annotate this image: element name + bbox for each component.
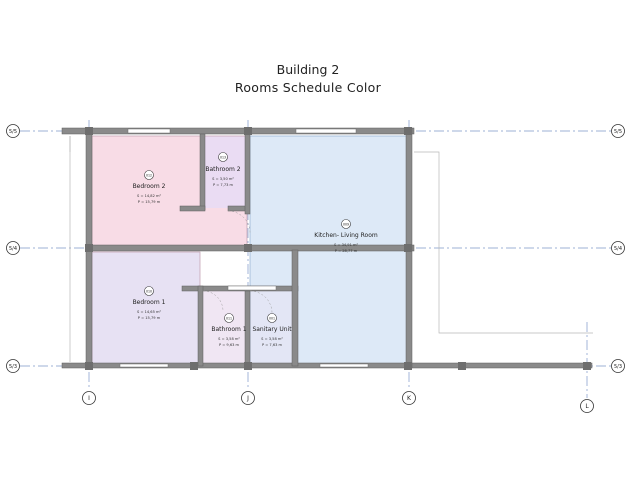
grid-bubble-col-l: [580, 399, 594, 413]
room-fill-bathroom-1[interactable]: [203, 290, 247, 364]
grid-label-row-right-5-4: 5/4: [614, 246, 622, 252]
column: [404, 362, 412, 370]
door-swing-bath1: [202, 290, 224, 312]
grid-label-row-left-5-3: 5/3: [9, 364, 17, 370]
column: [583, 362, 591, 370]
column: [404, 244, 412, 252]
grid-bubble-row-right-5-5: [611, 124, 625, 138]
door-swing-sanitary: [249, 290, 273, 314]
grid-bubble-row-right-5-3: [611, 359, 625, 373]
window-kitchen: [295, 128, 357, 134]
grid-label-row-right-5-5: 5/5: [614, 129, 622, 135]
room-perimeter: P = 15,79 m: [138, 316, 161, 320]
room-area: S = 14,82 m²: [137, 194, 162, 198]
room-area: S = 34,91 m²: [334, 243, 359, 247]
window-bedroom-1: [119, 363, 169, 368]
column: [458, 362, 466, 370]
room-name: Bedroom 2: [133, 183, 166, 190]
grid-bubble-row-left-5-5: [6, 124, 20, 138]
column: [244, 127, 252, 135]
grid-label-col-i: I: [88, 395, 90, 402]
outline-right: [414, 151, 593, 334]
door-swing-bath2: [227, 210, 251, 234]
wall-bath2-left: [199, 133, 206, 211]
room-name: Bedroom 1: [133, 299, 166, 306]
column: [404, 127, 412, 135]
grid-bubble-row-left-5-4: [6, 241, 20, 255]
column: [85, 127, 93, 135]
grid-label-col-j: J: [246, 395, 249, 402]
room-tag-kitchen-living[interactable]: 009 Kitchen- Living Room S = 34,91 m² P …: [314, 219, 378, 254]
room-name: Kitchen- Living Room: [314, 232, 378, 239]
grid-label-col-k: K: [407, 395, 412, 402]
room-number: 013: [220, 156, 226, 160]
column: [85, 362, 93, 370]
grid-label-row-right-5-3: 5/3: [614, 364, 622, 370]
column: [244, 362, 252, 370]
room-fill-bedroom-1[interactable]: [92, 252, 200, 364]
room-area: S = 3,58 m²: [218, 337, 240, 341]
grid-bubble-col-j: [241, 391, 255, 405]
window-bath-opening: [227, 285, 277, 291]
window-kitchen-low: [319, 363, 369, 368]
room-fill-bathroom-2[interactable]: [203, 136, 247, 208]
room-tag-sanitary-unit[interactable]: 001 Sanitary Unit S = 3,58 m² P = 7,63 m: [252, 313, 292, 348]
column: [85, 244, 93, 252]
room-perimeter: P = 28,77 m: [335, 249, 358, 253]
column: [190, 362, 198, 370]
room-number: 012: [146, 174, 152, 178]
grid-bubble-col-k: [402, 391, 416, 405]
room-name: Sanitary Unit: [252, 326, 292, 333]
grid-label-col-l: L: [585, 403, 589, 410]
room-perimeter: P = 9,63 m: [219, 343, 240, 347]
room-tag-bedroom-1[interactable]: 010 Bedroom 1 S = 14,65 m² P = 15,79 m: [133, 286, 166, 321]
room-tag-bedroom-2[interactable]: 012 Bedroom 2 S = 14,82 m² P = 15,79 m: [133, 170, 166, 205]
wall-bath1-left: [197, 285, 204, 367]
grid-bubble-row-right-5-4: [611, 241, 625, 255]
room-name: Bathroom 2: [205, 166, 240, 173]
drawing-subtitle: Rooms Schedule Color: [234, 80, 382, 95]
room-number: 011: [226, 317, 232, 321]
wall-sanitary-right: [291, 249, 299, 367]
room-area: S = 3,58 m²: [261, 337, 283, 341]
room-tag-bathroom-1[interactable]: 011 Bathroom 1 S = 3,58 m² P = 9,63 m: [211, 313, 247, 348]
grid-label-row-left-5-4: 5/4: [9, 246, 17, 252]
room-area: S = 3,50 m²: [212, 177, 234, 181]
wall-bath2-bottom: [179, 205, 206, 212]
room-tag-bathroom-2[interactable]: 013 Bathroom 2 S = 3,50 m² P = 7,73 m: [205, 152, 241, 188]
room-perimeter: P = 7,73 m: [213, 183, 234, 187]
room-fill-sanitary-unit[interactable]: [250, 290, 295, 364]
wall-top: [61, 127, 415, 135]
window-bedroom-2: [127, 128, 171, 134]
grid-label-row-left-5-5: 5/5: [9, 129, 17, 135]
room-perimeter: P = 15,79 m: [138, 200, 161, 204]
drawing-title: Building 2: [276, 62, 340, 77]
room-perimeter: P = 7,63 m: [262, 343, 283, 347]
grid-bubble-col-i: [82, 391, 96, 405]
wall-j-upper: [244, 127, 251, 215]
room-number: 010: [146, 290, 152, 294]
grid-bubble-row-left-5-3: [6, 359, 20, 373]
room-area: S = 14,65 m²: [137, 310, 162, 314]
room-name: Bathroom 1: [211, 326, 246, 333]
room-number: 009: [343, 223, 349, 227]
room-number: 001: [269, 317, 275, 321]
column: [244, 244, 252, 252]
